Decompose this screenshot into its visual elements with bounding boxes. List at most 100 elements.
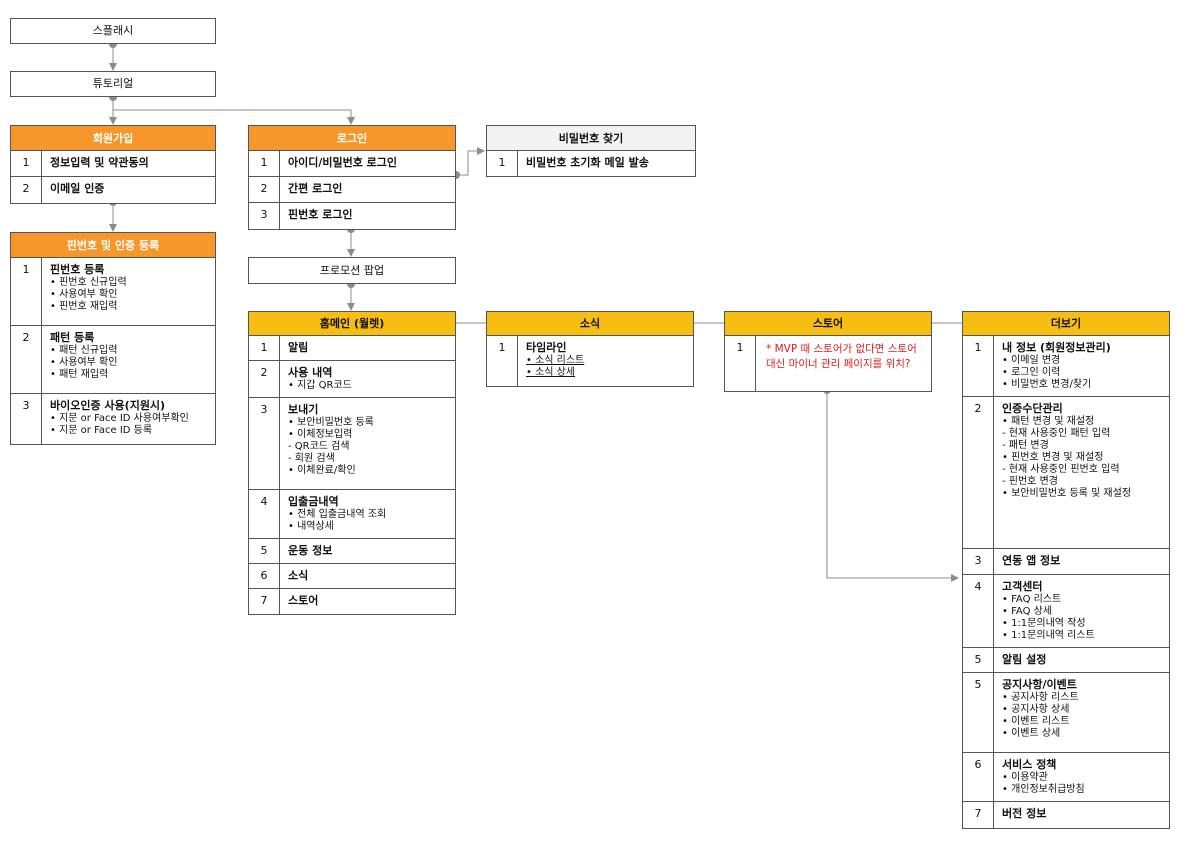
login-row-content: 아이디/비밀번호 로그인	[279, 151, 455, 176]
home-row-item: • 이체정보입력	[288, 429, 353, 440]
pin-row-item: • 지문 or Face ID 등록	[50, 425, 153, 436]
more-row-item: - 현재 사용중인 핀번호 입력	[1002, 464, 1120, 475]
tutorial-node: 튜토리얼	[10, 71, 216, 97]
more-row-item: • 1:1문의내역 리스트	[1002, 630, 1095, 641]
pin-row-content: 바이오인증 사용(지원시)• 지문 or Face ID 사용여부확인• 지문 …	[41, 394, 215, 444]
more-row-content: 알림 설정	[993, 648, 1169, 672]
pin-row-item: • 사용여부 확인	[50, 289, 118, 300]
signup-row-content: 이메일 인증	[41, 177, 215, 203]
signup-header: 회원가입	[11, 126, 215, 151]
home-row-number: 2	[260, 366, 268, 379]
home-row-title: 운동 정보	[288, 544, 333, 557]
home-row-title: 사용 내역	[288, 366, 333, 379]
more-row-item: • 공지사항 상세	[1002, 704, 1070, 715]
more-row-number: 6	[974, 758, 982, 771]
home-row: 2 사용 내역• 지갑 QR코드	[249, 361, 455, 398]
findpw-row-number: 1	[498, 156, 506, 169]
home-main-header: 홈메인 (월렛)	[249, 312, 455, 336]
more-row-item: - 현재 사용중인 패턴 입력	[1002, 428, 1111, 439]
more-row-number: 5	[974, 678, 982, 691]
home-row-content: 스토어	[279, 589, 455, 614]
login-row-number: 2	[260, 182, 268, 195]
link-tutorial-login	[113, 109, 355, 125]
more-row-item: • FAQ 리스트	[1002, 594, 1062, 605]
more-row-content: 내 정보 (회원정보관리)• 이메일 변경• 로그인 이력• 비밀번호 변경/찾…	[993, 336, 1169, 396]
more-row-title: 고객센터	[1002, 580, 1043, 593]
more-row-content: 연동 앱 정보	[993, 549, 1169, 574]
news-row-item: • 소식 리스트	[526, 355, 585, 366]
news-row-content: 타임라인• 소식 리스트• 소식 상세	[517, 336, 693, 386]
more-row-title: 알림 설정	[1002, 653, 1047, 666]
promo-popup-node: 프로모션 팝업	[248, 257, 456, 284]
more-row-number: 1	[974, 341, 982, 354]
more-row-title: 연동 앱 정보	[1002, 554, 1061, 567]
home-row-number: 7	[260, 594, 268, 607]
tutorial-label: 튜토리얼	[92, 77, 134, 90]
store-row: 1* MVP 때 스토어가 없다면 스토어 대신 마이너 관리 페이지를 위치?	[725, 336, 931, 391]
more-row: 5 공지사항/이벤트• 공지사항 리스트• 공지사항 상세• 이벤트 리스트• 이…	[963, 673, 1169, 753]
more-row-item: • 패턴 변경 및 재설정	[1002, 416, 1095, 427]
splash-label: 스플래시	[92, 24, 134, 37]
more-row-item: • 이벤트 리스트	[1002, 716, 1070, 727]
findpw-row-content: 비밀번호 초기화 메일 발송	[517, 151, 695, 176]
pin-row-item: • 지문 or Face ID 사용여부확인	[50, 413, 189, 424]
news-header: 소식	[487, 312, 693, 336]
pin-registration-header: 핀번호 및 인증 등록	[11, 233, 215, 258]
more-row-number: 4	[974, 580, 982, 593]
find-password-header: 비밀번호 찾기	[487, 126, 695, 151]
home-row: 7 스토어	[249, 589, 455, 614]
home-row-content: 사용 내역• 지갑 QR코드	[279, 361, 455, 397]
more-row-item: • 이용약관	[1002, 772, 1048, 783]
promo-popup-label: 프로모션 팝업	[319, 264, 385, 277]
pin-row-item: • 패턴 재입력	[50, 369, 109, 380]
find-password-box: 비밀번호 찾기 1 비밀번호 초기화 메일 발송	[486, 125, 696, 177]
more-row-content: 공지사항/이벤트• 공지사항 리스트• 공지사항 상세• 이벤트 리스트• 이벤…	[993, 673, 1169, 752]
news-row-item: • 소식 상세	[526, 367, 576, 378]
link-store-more-appinfo	[826, 390, 959, 582]
store-row-content: * MVP 때 스토어가 없다면 스토어 대신 마이너 관리 페이지를 위치?	[755, 336, 931, 391]
home-row-title: 보내기	[288, 403, 319, 416]
more-row-number: 7	[974, 807, 982, 820]
home-row-item: • 지갑 QR코드	[288, 380, 352, 391]
home-row-title: 소식	[288, 569, 309, 582]
home-row-number: 6	[260, 569, 268, 582]
findpw-row-title: 비밀번호 초기화 메일 발송	[526, 156, 649, 169]
home-row-item: - 회원 검색	[288, 453, 335, 464]
home-row-item: • 이체완료/확인	[288, 465, 356, 476]
home-row-item: • 내역상세	[288, 521, 334, 532]
more-row-item: • FAQ 상세	[1002, 606, 1053, 617]
login-row-number: 3	[260, 208, 268, 221]
more-row: 7 버전 정보	[963, 802, 1169, 828]
more-row-item: • 이벤트 상세	[1002, 728, 1061, 739]
store-box: 스토어 1* MVP 때 스토어가 없다면 스토어 대신 마이너 관리 페이지를…	[724, 311, 932, 392]
more-row-item: • 공지사항 리스트	[1002, 692, 1079, 703]
signup-row-title: 정보입력 및 약관동의	[50, 156, 149, 169]
pin-row-number: 3	[22, 399, 30, 412]
home-row-content: 알림	[279, 336, 455, 360]
signup-row-title: 이메일 인증	[50, 182, 105, 195]
more-row-content: 버전 정보	[993, 802, 1169, 828]
home-row: 6 소식	[249, 564, 455, 589]
more-row-number: 5	[974, 653, 982, 666]
more-row-title: 공지사항/이벤트	[1002, 678, 1077, 691]
home-row-item: - QR코드 검색	[288, 441, 350, 452]
login-row-content: 핀번호 로그인	[279, 203, 455, 229]
more-row-item: • 이메일 변경	[1002, 355, 1061, 366]
home-row-content: 운동 정보	[279, 539, 455, 563]
home-row-number: 1	[260, 341, 268, 354]
more-row-item: • 보안비밀번호 등록 및 재설정	[1002, 488, 1132, 499]
news-row-title: 타임라인	[526, 341, 567, 354]
